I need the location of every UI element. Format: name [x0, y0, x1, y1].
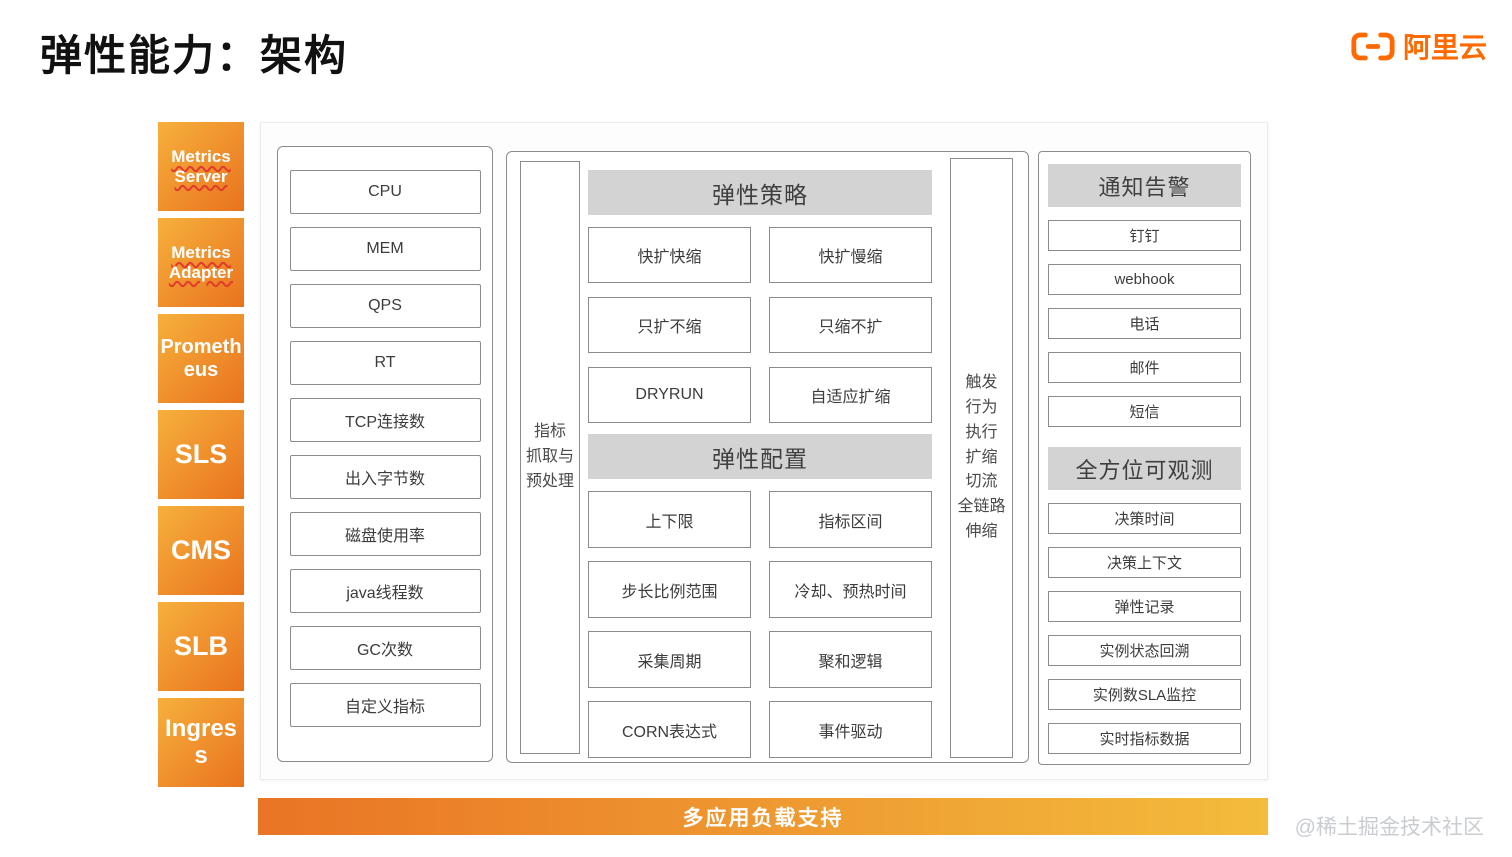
- pipeline-panel: 指标 抓取与 预处理 弹性策略 快扩快缩 快扩慢缩 只扩不缩 只缩不扩 DRYR…: [506, 151, 1029, 763]
- sidebar-item-prometheus: Prometheus: [158, 314, 244, 403]
- metric-box: GC次数: [289, 626, 481, 670]
- metric-box: MEM: [289, 227, 481, 271]
- config-box: 指标区间: [769, 491, 932, 548]
- vertical-label-line: 预处理: [525, 472, 574, 490]
- config-box: 采集周期: [588, 631, 751, 688]
- notify-channel-box: 电话: [1048, 308, 1241, 339]
- architecture-diagram-container: CPU MEM QPS RT TCP连接数 出入字节数 磁盘使用率 java线程…: [260, 122, 1268, 780]
- notify-channel-box: webhook: [1048, 264, 1241, 295]
- observe-item-box: 决策时间: [1048, 503, 1241, 534]
- config-box: CORN表达式: [588, 701, 751, 758]
- metric-box: java线程数: [289, 569, 481, 613]
- observe-list: 决策时间 决策上下文 弹性记录 实例状态回溯 实例数SLA监控 实时指标数据: [1048, 503, 1241, 754]
- vertical-label-line: 触发: [965, 374, 998, 392]
- observe-item-box: 实例数SLA监控: [1048, 679, 1241, 710]
- metric-box: RT: [289, 341, 481, 385]
- notify-section-header: 通知告警: [1048, 164, 1241, 207]
- policy-box: 快扩快缩: [588, 227, 751, 283]
- sidebar-item-metrics-server: Metrics Server: [158, 122, 244, 211]
- sidebar-item-slb: SLB: [158, 602, 244, 691]
- datasource-sidebar: Metrics Server Metrics Adapter Prometheu…: [158, 122, 244, 787]
- vertical-label-line: 行为: [965, 399, 998, 416]
- config-box: 聚和逻辑: [769, 631, 932, 688]
- vertical-label-line: 扩缩: [965, 448, 998, 466]
- sidebar-item-label: SLS: [174, 439, 228, 470]
- metrics-panel: CPU MEM QPS RT TCP连接数 出入字节数 磁盘使用率 java线程…: [277, 146, 493, 762]
- policy-grid: 快扩快缩 快扩慢缩 只扩不缩 只缩不扩 DRYRUN 自适应扩缩: [588, 227, 932, 423]
- metric-box: TCP连接数: [289, 398, 481, 442]
- policy-box: 只缩不扩: [769, 297, 932, 353]
- vertical-label-line: 指标: [533, 423, 566, 441]
- alibaba-cloud-logo: 阿里云: [1350, 26, 1487, 66]
- observe-item-box: 决策上下文: [1048, 547, 1241, 578]
- page-title: 弹性能力：架构: [40, 32, 349, 79]
- trigger-action-column: 触发 行为 执行 扩缩 切流 全链路 伸缩: [950, 158, 1013, 758]
- policy-box: DRYRUN: [588, 367, 751, 423]
- notify-channel-box: 短信: [1048, 396, 1241, 427]
- metric-box: 自定义指标: [289, 683, 481, 727]
- policy-box: 快扩慢缩: [769, 227, 932, 283]
- observe-item-box: 实时指标数据: [1048, 723, 1241, 754]
- alibaba-cloud-bracket-icon: [1350, 31, 1396, 62]
- multi-workload-support-banner: 多应用负载支持: [258, 798, 1268, 835]
- vertical-label-line: 执行: [965, 423, 998, 441]
- alerting-observability-panel: 通知告警 钉钉 webhook 电话 邮件 短信 全方位可观测 决策时间 决策上…: [1038, 151, 1251, 765]
- watermark: @稀土掘金技术社区: [1294, 816, 1484, 839]
- notify-list: 钉钉 webhook 电话 邮件 短信: [1048, 220, 1241, 427]
- notify-channel-box: 邮件: [1048, 352, 1241, 383]
- sidebar-item-label: Metrics Server: [171, 147, 231, 186]
- sidebar-item-label: Ingress: [164, 714, 238, 769]
- sidebar-item-label: SLB: [174, 631, 228, 662]
- metric-box: CPU: [289, 170, 481, 214]
- config-box: 上下限: [588, 491, 751, 548]
- metric-box: 出入字节数: [289, 455, 481, 499]
- metric-box: QPS: [289, 284, 481, 328]
- pipeline-center: 弹性策略 快扩快缩 快扩慢缩 只扩不缩 只缩不扩 DRYRUN 自适应扩缩 弹性…: [588, 170, 932, 758]
- vertical-label-line: 切流: [965, 473, 998, 491]
- config-section-header: 弹性配置: [588, 434, 932, 479]
- sidebar-item-label: Prometheus: [160, 336, 242, 381]
- metric-capture-preprocess-column: 指标 抓取与 预处理: [520, 161, 580, 754]
- metric-box: 磁盘使用率: [289, 512, 481, 556]
- policy-section-header: 弹性策略: [588, 170, 932, 215]
- vertical-label-line: 全链路: [957, 498, 1006, 516]
- sidebar-item-metrics-adapter: Metrics Adapter: [158, 218, 244, 307]
- sidebar-item-cms: CMS: [158, 506, 244, 595]
- policy-box: 只扩不缩: [588, 297, 751, 353]
- alibaba-cloud-logo-text: 阿里云: [1403, 32, 1488, 63]
- vertical-label-line: 伸缩: [965, 522, 998, 540]
- observe-item-box: 弹性记录: [1048, 591, 1241, 622]
- notify-channel-box: 钉钉: [1048, 220, 1241, 251]
- observe-section-header: 全方位可观测: [1048, 447, 1241, 490]
- observe-item-box: 实例状态回溯: [1048, 635, 1241, 666]
- sidebar-item-label: Metrics Adapter: [168, 243, 234, 282]
- config-grid: 上下限 指标区间 步长比例范围 冷却、预热时间 采集周期 聚和逻辑 CORN表达…: [588, 491, 932, 758]
- config-box: 冷却、预热时间: [769, 561, 932, 618]
- sidebar-item-label: CMS: [171, 535, 231, 566]
- sidebar-item-ingress: Ingress: [158, 698, 244, 787]
- policy-box: 自适应扩缩: [769, 367, 932, 423]
- sidebar-item-sls: SLS: [158, 410, 244, 499]
- vertical-label-line: 抓取与: [525, 448, 574, 466]
- config-box: 步长比例范围: [588, 561, 751, 618]
- config-box: 事件驱动: [769, 701, 932, 758]
